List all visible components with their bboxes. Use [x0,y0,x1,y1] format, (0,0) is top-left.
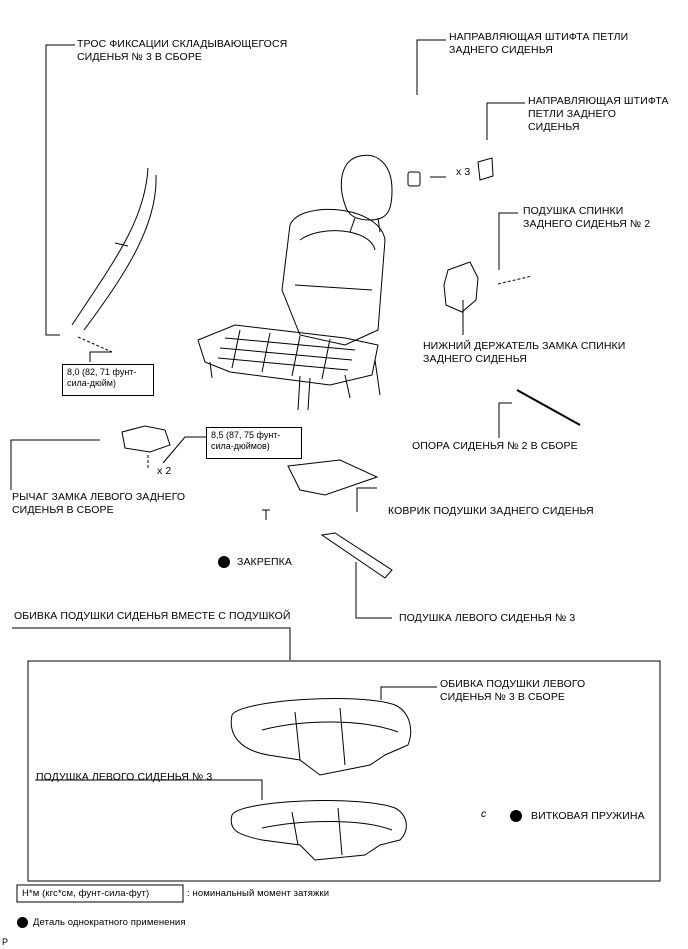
bolt-holder [497,275,533,285]
seat-legs [209,359,381,411]
cushion-pad [230,800,407,861]
lower-holder [443,261,479,313]
legend-nonreusable: Деталь однократного применения [33,917,186,928]
cushion-pad-seams [261,807,393,856]
label-lever-line1: РЫЧАГ ЗАМКА ЛЕВОГО ЗАДНЕГО [12,491,186,503]
label-cushion3-inner: ПОДУШКА ЛЕВОГО СИДЕНЬЯ № 3 [36,771,213,783]
leader-cover-left3 [380,686,437,700]
label-back-cushion2-line1: ПОДУШКА СПИНКИ [523,205,624,217]
leader-mat [356,487,377,512]
hinge-pin-guide-1 [407,171,421,187]
label-lower-holder-line2: ЗАДНЕГО СИДЕНЬЯ [423,353,527,365]
torque-box-1: 8,0 (82, 71 фунт- сила-дюйм) [62,364,154,396]
label-guide1-line1: НАПРАВЛЯЮЩАЯ ШТИФТА ПЕТЛИ [449,31,629,43]
leader-guide1 [416,39,446,95]
cushion-cover-seams [261,707,399,766]
corner-mark: P [2,937,9,947]
lock-cable-1 [71,167,149,326]
leader-lever [10,439,100,490]
leader-torque1 [89,351,112,362]
leader-cable [45,44,75,336]
leader-guide2 [486,102,525,140]
label-back-cushion2: ПОДУШКА СПИНКИ ЗАДНЕГО СИДЕНЬЯ № 2 [523,205,650,231]
label-cable: ТРОС ФИКСАЦИИ СКЛАДЫВАЮЩЕГОСЯ СИДЕНЬЯ № … [77,38,287,64]
torque-box-1-line2: сила-дюйм) [67,378,116,388]
leader-cover-with-cushion [12,627,291,660]
legend-torque-desc: : номинальный момент затяжки [187,888,330,899]
seat-frame [197,324,379,386]
cushion-group-frame [27,660,661,882]
leader-back-cushion2 [498,212,518,270]
torque-box-2: 8,5 (87, 75 фунт- сила-дюймов) [206,427,302,459]
leader-torque2 [162,436,208,464]
leader-cushion3 [355,562,392,619]
torque-box-2-line1: 8,5 (87, 75 фунт- [211,430,281,440]
label-lower-holder: НИЖНИЙ ДЕРЖАТЕЛЬ ЗАМКА СПИНКИ ЗАДНЕГО СИ… [423,340,625,366]
cushion-cover [230,697,412,776]
label-back-cushion2-line2: ЗАДНЕГО СИДЕНЬЯ № 2 [523,218,651,230]
legend-torque-box [16,884,184,903]
seat-support-rod [544,404,579,425]
cushion-mat [287,459,379,496]
legend-torque-units: Н*м (кгс*см, фунт-сила-фут) [22,888,150,899]
hinge-pin-guide-2 [477,157,494,181]
label-cover-with-cushion: ОБИВКА ПОДУШКИ СИДЕНЬЯ ВМЕСТЕ С ПОДУШКОЙ [14,610,291,622]
torque-box-1-line1: 8,0 (82, 71 фунт- [67,367,137,377]
seatback [281,208,386,346]
label-cover-left3-line2: СИДЕНЬЯ № 3 В СБОРЕ [440,691,566,703]
clip-part [262,509,270,520]
qty-x3: x 3 [456,166,471,178]
label-support: ОПОРА СИДЕНЬЯ № 2 В СБОРЕ [412,440,578,452]
left-cushion3-strip [320,532,393,579]
nonreusable-mark-spring [510,810,522,822]
label-guide2-line1: НАПРАВЛЯЮЩАЯ ШТИФТА [528,95,669,107]
qty-x2: x 2 [157,465,172,477]
cable-band [114,242,129,247]
label-guide2: НАПРАВЛЯЮЩАЯ ШТИФТА ПЕТЛИ ЗАДНЕГО СИДЕНЬ… [528,95,669,134]
label-clip: ЗАКРЕПКА [237,556,292,568]
leader-cushion3-inner [35,779,263,800]
label-guide2-line3: СИДЕНЬЯ [528,121,580,133]
torque-box-2-line2: сила-дюймов) [211,441,270,451]
label-mat: КОВРИК ПОДУШКИ ЗАДНЕГО СИДЕНЬЯ [388,505,594,517]
label-spring: ВИТКОВАЯ ПРУЖИНА [531,810,645,822]
nonreusable-mark-clip [218,556,230,568]
label-guide1-line2: ЗАДНЕГО СИДЕНЬЯ [449,44,553,56]
label-cable-line2: СИДЕНЬЯ № 3 В СБОРЕ [77,51,203,63]
label-cover-left3-line1: ОБИВКА ПОДУШКИ ЛЕВОГО [440,678,586,690]
headrest [340,154,393,221]
lock-lever [121,425,171,453]
label-lower-holder-line1: НИЖНИЙ ДЕРЖАТЕЛЬ ЗАМКА СПИНКИ [423,340,626,352]
lock-cable-2 [83,174,157,331]
label-cable-line1: ТРОС ФИКСАЦИИ СКЛАДЫВАЮЩЕГОСЯ [77,38,288,50]
label-lever-line2: СИДЕНЬЯ В СБОРЕ [12,504,114,516]
seatback-seam [294,230,376,291]
label-lever: РЫЧАГ ЗАМКА ЛЕВОГО ЗАДНЕГО СИДЕНЬЯ В СБО… [12,491,185,517]
label-guide2-line2: ПЕТЛИ ЗАДНЕГО [528,108,617,120]
leader-support [498,402,512,438]
label-cover-left3: ОБИВКА ПОДУШКИ ЛЕВОГО СИДЕНЬЯ № 3 В СБОР… [440,678,585,704]
coil-spring-glyph: c [481,808,487,820]
headrest-stay-right [377,217,381,233]
headrest-stay-left [349,217,356,233]
label-guide1: НАПРАВЛЯЮЩАЯ ШТИФТА ПЕТЛИ ЗАДНЕГО СИДЕНЬ… [449,31,628,57]
label-cushion3: ПОДУШКА ЛЕВОГО СИДЕНЬЯ № 3 [399,612,576,624]
bolt-torque1 [77,336,113,353]
legend-nonreusable-mark [17,917,28,928]
seat-frame-springs [217,329,356,380]
